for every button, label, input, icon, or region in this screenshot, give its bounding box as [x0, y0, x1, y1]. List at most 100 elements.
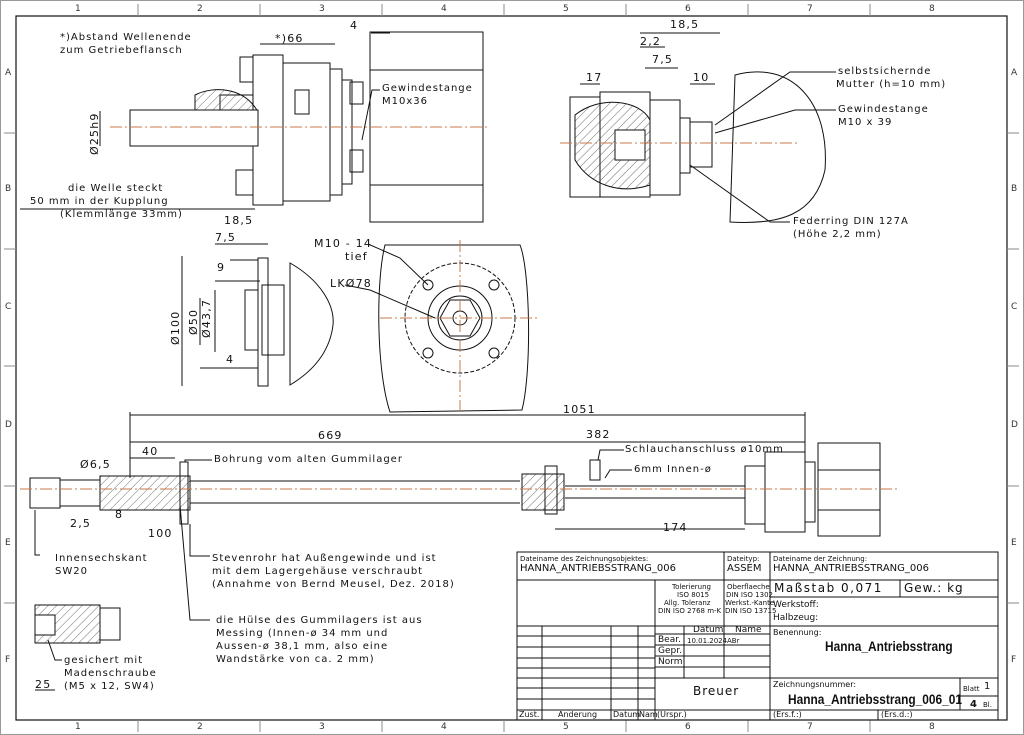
tb-norm: Norm [658, 657, 683, 667]
coupling-view-left [20, 31, 490, 223]
column-label: 7 [807, 722, 813, 732]
note-distance: *)Abstand Wellenende [60, 32, 192, 43]
tb-material: Werkstoff: [773, 600, 819, 610]
dim-174: 174 [663, 521, 688, 534]
dim-100: Ø100 [169, 310, 182, 345]
tb-replacement-for: (Ers.f.:) [773, 710, 802, 719]
column-label: 8 [929, 722, 935, 732]
dim-4: 4 [350, 19, 359, 32]
tb-tolerance: DIN ISO 2768 m-K [658, 607, 722, 615]
flange-view [181, 243, 334, 387]
note-inner-diameter: 6mm Innen-ø [634, 464, 712, 475]
dim-100: 100 [148, 527, 173, 540]
dim-10: 10 [693, 71, 710, 84]
row-label: D [5, 420, 12, 430]
row-label: E [5, 538, 11, 548]
dim-25: 25 [35, 678, 52, 691]
tb-tolerance: Tolerierung [672, 583, 711, 591]
tb-scale: Maßstab 0,071 [774, 581, 883, 595]
tb-sheets-suffix: Bl. [983, 701, 992, 709]
label-tapped-hole: tief [345, 250, 368, 263]
label-threaded-rod: M10x36 [382, 96, 428, 107]
dim-669: 669 [318, 429, 343, 442]
label-nut: Mutter (h=10 mm) [836, 79, 947, 90]
tb-change-name: Nam [639, 710, 658, 719]
tb-surface: Werkst.-Kante [725, 599, 775, 607]
tb-bear-date: 10.01.2024 [687, 637, 728, 645]
column-label: 8 [929, 4, 935, 14]
note-shaft: die Welle steckt [68, 183, 164, 194]
label-nut: selbstsichernde [838, 66, 932, 77]
note-hex-socket: Innensechskant [55, 553, 148, 564]
note-shaft: 50 mm in der Kupplung [30, 196, 169, 207]
dim-18-5: 18,5 [224, 214, 254, 227]
column-label: 2 [197, 722, 203, 732]
label-spring-washer: Federring DIN 127A [793, 216, 909, 227]
tb-number: Hanna_Antriebsstrang_006_01 [788, 691, 962, 707]
note-hose: Schlauchanschluss ø10mm [625, 444, 784, 455]
tb-bear-name: ABr [727, 637, 740, 645]
label-bolt-circle: LKØ78 [330, 277, 372, 290]
tb-designation-label: Benennung: [773, 628, 822, 637]
row-label: E [1011, 538, 1017, 548]
tb-number-label: Zeichnungsnummer: [773, 680, 857, 689]
tb-sheet-label: Blatt [963, 685, 980, 693]
dim-1051: 1051 [563, 403, 596, 416]
dim-66: *)66 [275, 32, 304, 45]
dim-2-5: 2,5 [70, 517, 92, 530]
dim-8: 8 [115, 508, 124, 521]
tb-date-header: Datum [693, 625, 724, 635]
shaft-view [20, 412, 900, 691]
tb-bear: Bear. [658, 635, 681, 645]
dim-7-5: 7,5 [652, 53, 674, 66]
note-stern-tube: (Annahme von Bernd Meusel, Dez. 2018) [212, 579, 455, 590]
dim-50: Ø50 [187, 308, 200, 335]
note-hex-socket: SW20 [55, 566, 88, 577]
tb-surface: DIN ISO 13715 [725, 607, 777, 615]
tb-company: Breuer [693, 684, 740, 698]
row-label: F [1011, 655, 1017, 665]
tb-tolerance: Allg. Toleranz [664, 599, 711, 607]
column-label: 1 [75, 722, 81, 732]
note-distance: zum Getriebeflansch [60, 45, 183, 56]
tb-object-file: HANNA_ANTRIEBSSTRANG_006 [520, 563, 676, 574]
tb-designation: Hanna_Antriebsstrang [825, 638, 953, 654]
note-bore: Bohrung vom alten Gummilager [214, 454, 403, 465]
dim-17: 17 [586, 71, 603, 84]
column-label: 5 [563, 4, 569, 14]
dim-shaft-diameter: Ø25h9 [88, 112, 101, 155]
dim-6-5: Ø6,5 [80, 458, 111, 471]
tb-replaced-by: (Ers.d.:) [881, 710, 913, 719]
row-label: B [1011, 184, 1018, 194]
column-label: 2 [197, 4, 203, 14]
grid-ticks [4, 4, 1019, 732]
dim-9: 9 [217, 261, 226, 274]
row-label: B [5, 184, 12, 194]
row-label: A [5, 68, 12, 78]
column-label: 6 [685, 4, 691, 14]
tb-surface: Oberflaeche [727, 583, 770, 591]
tb-sheet: 1 [984, 681, 991, 692]
dim-4: 4 [226, 353, 235, 366]
row-label: D [1011, 420, 1018, 430]
note-set-screw: gesichert mit [64, 655, 144, 666]
label-spring-washer: (Höhe 2,2 mm) [793, 229, 882, 240]
dim-2-2: 2,2 [640, 35, 662, 48]
tb-zust: Zust. [519, 710, 540, 719]
note-set-screw: (M5 x 12, SW4) [64, 681, 155, 692]
note-stern-tube: Stevenrohr hat Außengewinde und ist [212, 553, 437, 564]
column-label: 5 [563, 722, 569, 732]
coupling-view-right [560, 32, 836, 223]
note-sleeve: Wandstärke von ca. 2 mm) [216, 654, 375, 665]
row-label: A [1011, 68, 1018, 78]
tb-tolerance: ISO 8015 [677, 591, 710, 599]
tb-change-date: Datum [613, 710, 641, 719]
label-tapped-hole: M10 - 14 [314, 237, 373, 250]
tb-gepr: Gepr. [658, 646, 682, 656]
title-block-lines [516, 551, 999, 721]
dim-7-5: 7,5 [215, 231, 237, 244]
inner-border [15, 15, 1008, 721]
note-sleeve: Aussen-ø 38,1 mm, also eine [216, 641, 389, 652]
